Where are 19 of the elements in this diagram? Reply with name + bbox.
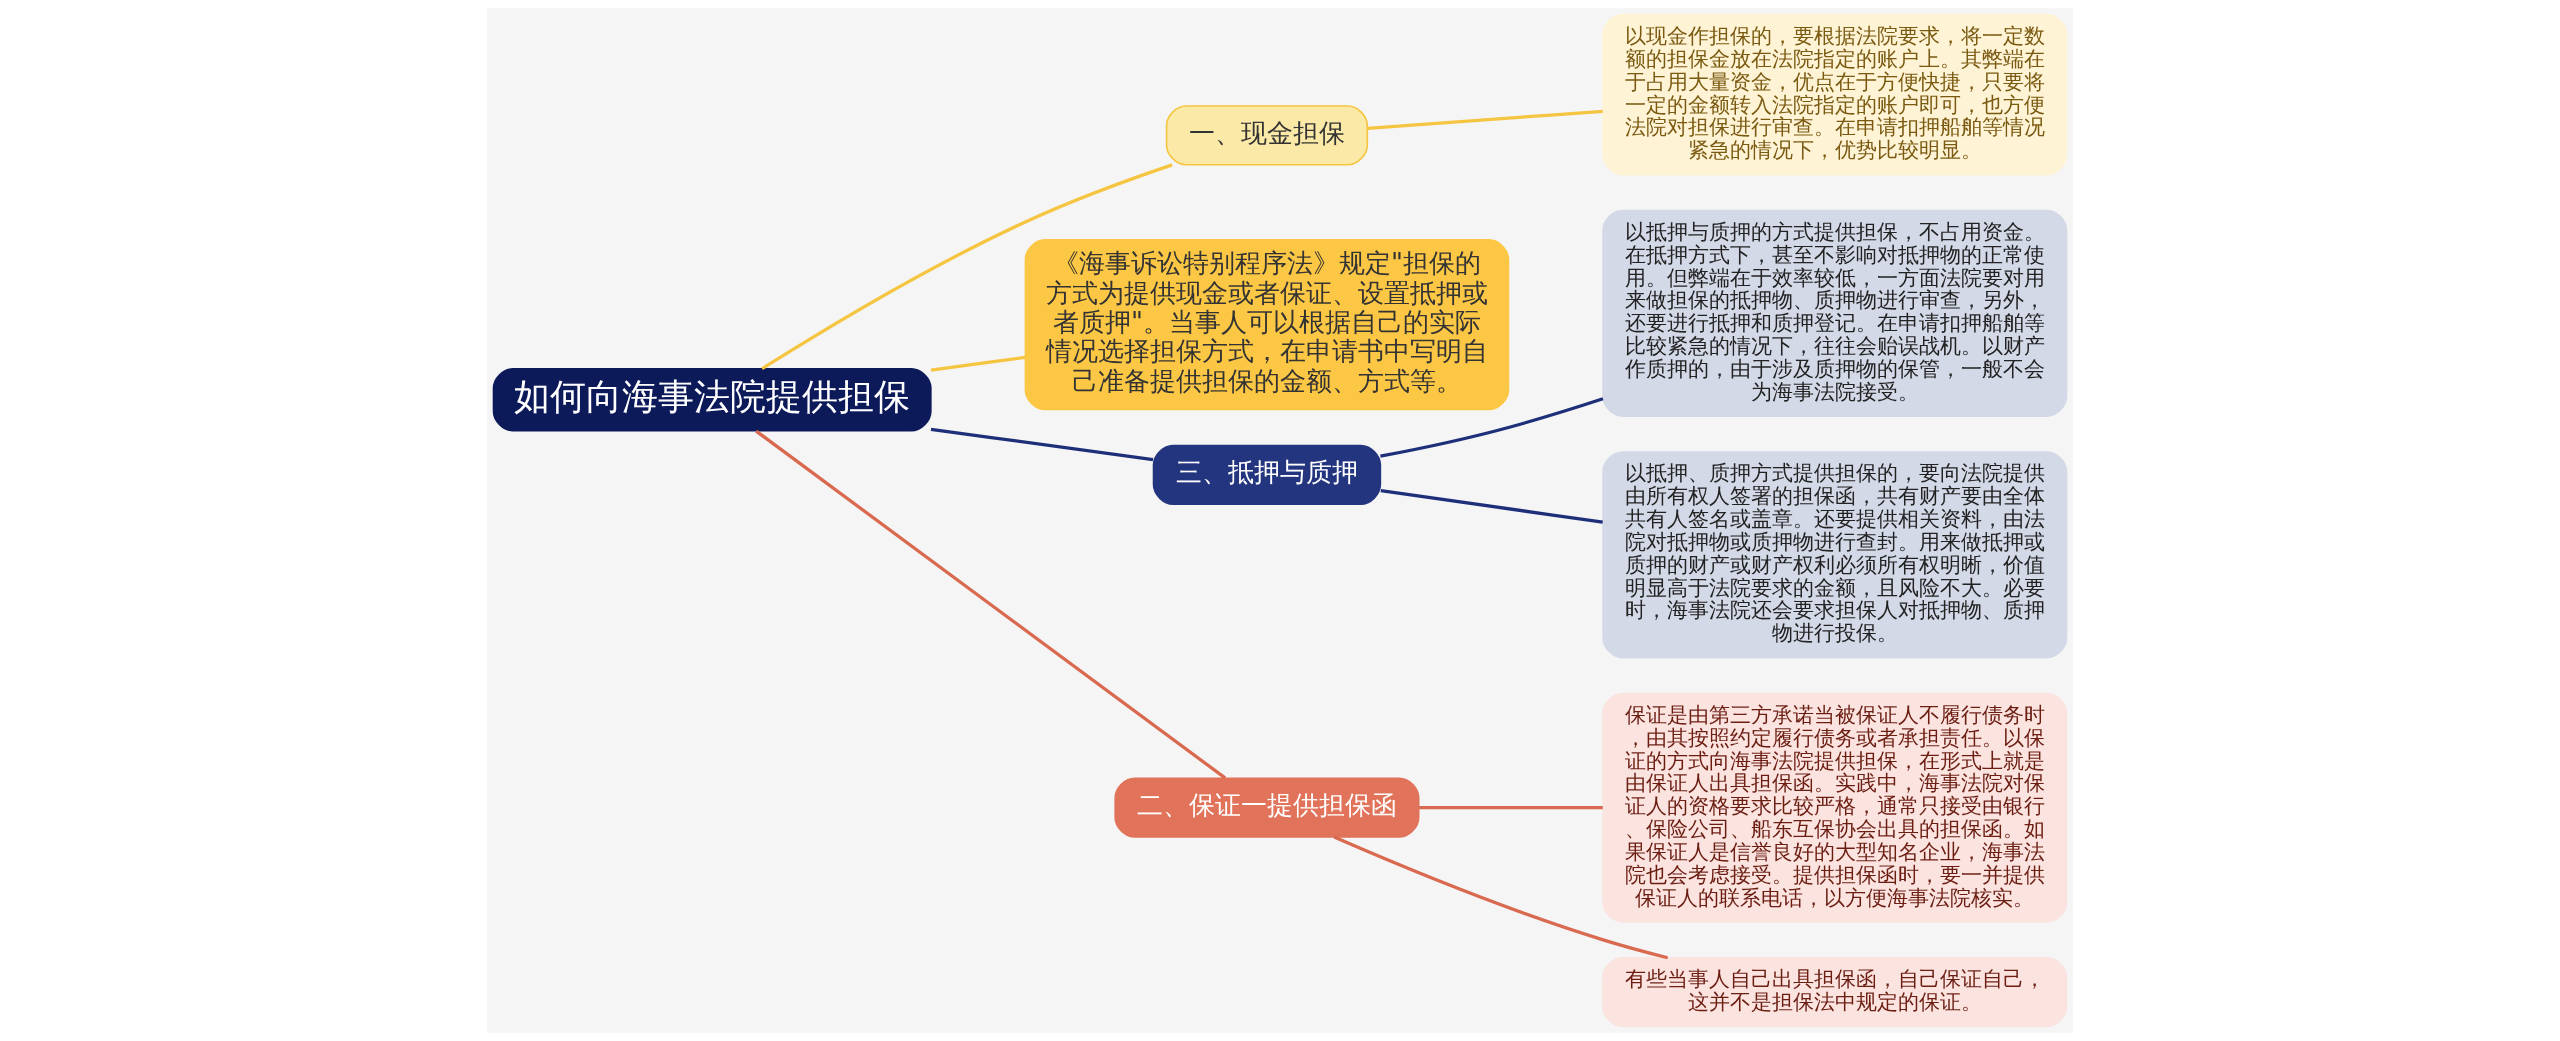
node-box: 以现金作担保的，要根据法院要求，将一定数额的担保金放在法院指定的账户上。其弊端在于占用大量资金，优点在于方便快捷，只要将一定的金额转入法院指定的账户即可，也方便法院对担保进行审查。在申请扣押船舶等情况紧急的情况下，优势比较明显。 <box>1602 13 2068 176</box>
node-box: 如何向海事法院提供担保 <box>492 367 932 432</box>
node-box: 以抵押、质押方式提供担保的，要向法院提供由所有权人签署的担保函，共有财产要由全体共有人签名或盖章。还要提供相关资料，由法院对抵押物或质押物进行查封。用来做抵押或质押的财产或财产权利必须所有权明晰，价值明显高于法院要求的金额，且风险不大。必要时，海事法院还会要求担保人对抵押物、质押物进行投保。 <box>1602 451 2068 659</box>
node-box: 《海事诉讼特别程序法》规定"担保的方式为提供现金或者保证、设置抵押或者质押"。当事人可以根据自己的实际情况选择担保方式，在申请书中写明自己准备提供担保的金额、方式等。 <box>1024 239 1510 411</box>
connector <box>1380 397 1604 458</box>
node-box: 一、现金担保 <box>1165 105 1369 166</box>
node-box: 三、抵押与质押 <box>1152 444 1382 505</box>
node-box: 有些当事人自己出具担保函，自己保证自己，这并不是担保法中规定的保证。 <box>1602 956 2068 1028</box>
connector <box>1419 806 1603 810</box>
node-box: 保证是由第三方承诺当被保证人不履行债务时，由其按照约定履行债务或者承担责任。以保证的方式向海事法院提供担保，在形式上就是由保证人出具担保函。实践中，海事法院对保证人的资格要求比较严格，通常只接受由银行、保险公司、船东互保协会出具的担保函。如果保证人是信誉良好的大型知名企业，海事法院也会考虑接受。提供担保函时，要一并提供保证人的联系电话，以方便海事法院核实。 <box>1602 692 2068 923</box>
connector <box>755 429 1227 780</box>
connector <box>1333 835 1669 960</box>
connector <box>1367 109 1603 130</box>
connector <box>930 355 1026 372</box>
connector <box>1380 489 1603 524</box>
node-box: 以抵押与质押的方式提供担保，不占用资金。在抵押方式下，甚至不影响对抵押物的正常使用。但弊端在于效率较低，一方面法院要对用来做担保的抵押物、质押物进行审查，另外，还要进行抵押和质押登记。在申请扣押船舶等比较紧急的情况下，往往会贻误战机。以财产作质押的，由于涉及质押物的保管，一般不会为海事法院接受。 <box>1602 209 2068 417</box>
node-box: 二、保证一提供担保函 <box>1114 777 1420 838</box>
connector <box>761 163 1173 371</box>
connector <box>930 427 1154 462</box>
